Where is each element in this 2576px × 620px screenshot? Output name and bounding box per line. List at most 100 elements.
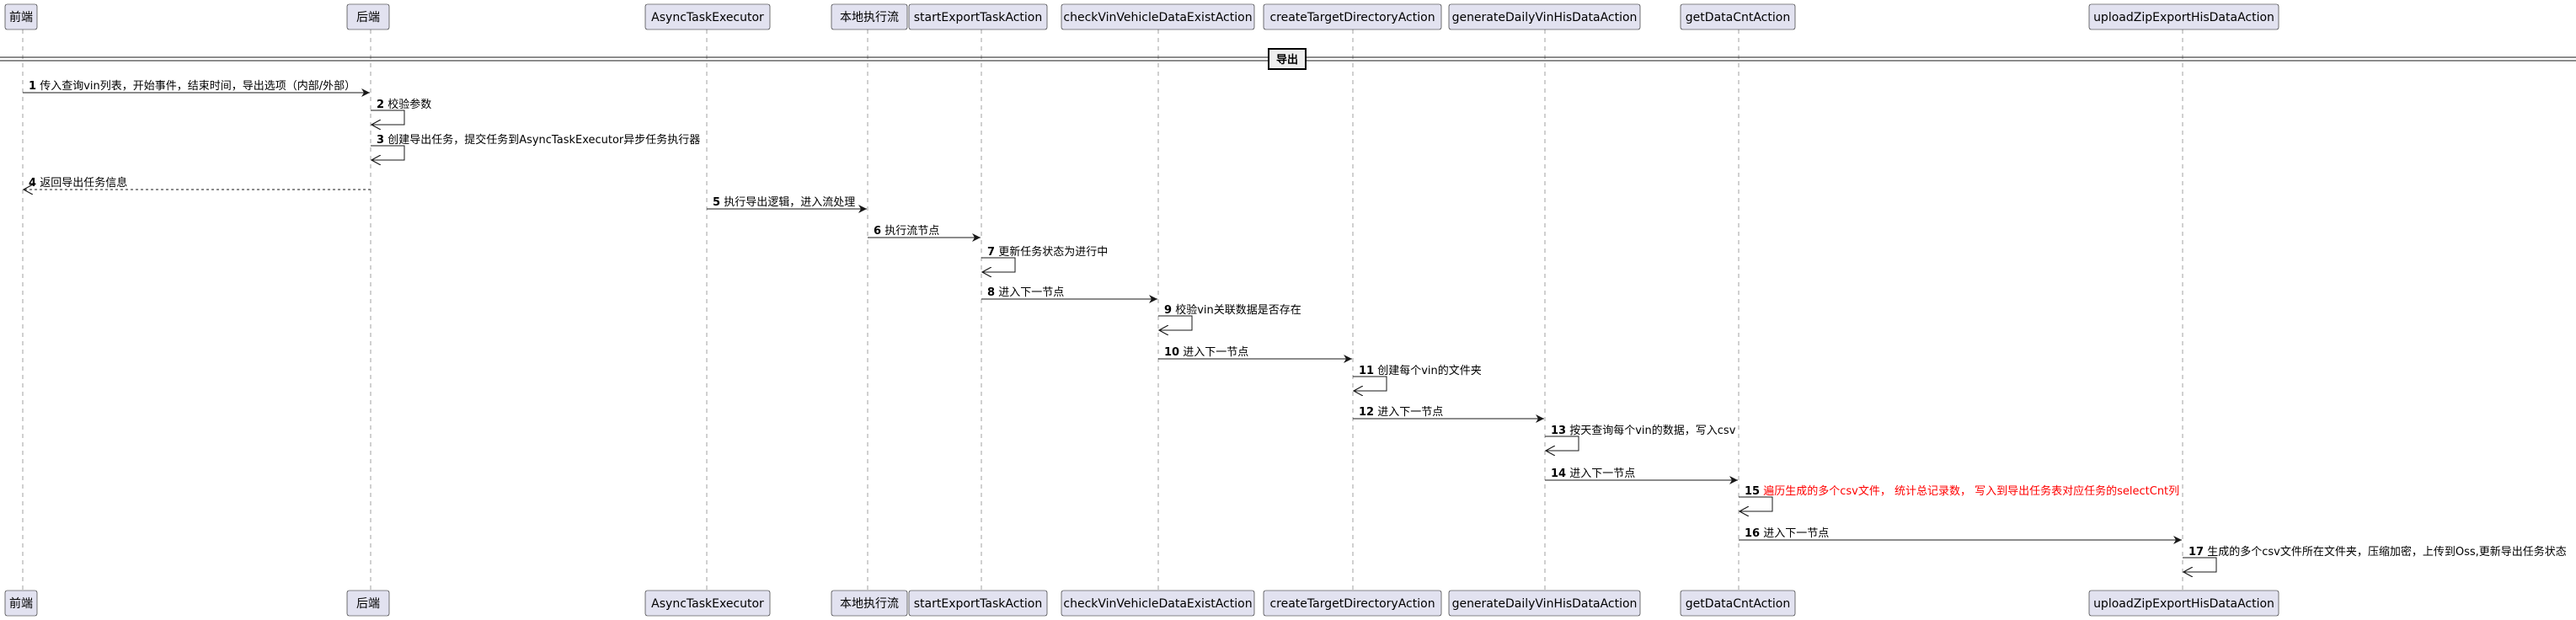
participant-label: uploadZipExportHisDataAction (2093, 597, 2274, 611)
participant-box (1448, 590, 1641, 617)
participant-bottom: createTargetDirectoryAction (1263, 590, 1442, 617)
participant-top: getDataCntAction (1680, 3, 1796, 30)
participant-label: checkVinVehicleDataExistAction (1063, 11, 1252, 24)
message: 9 校验vin关联数据是否存在 (1158, 303, 1301, 330)
participant-box (1680, 3, 1796, 30)
message: 6 执行流节点 (868, 225, 981, 242)
participant-top: generateDailyVinHisDataAction (1448, 3, 1641, 30)
message-text: 校验参数 (387, 98, 431, 111)
group-frame: 导出 (0, 48, 2576, 70)
message: 10 进入下一节点 (1158, 346, 1352, 363)
lifelines (22, 29, 2183, 591)
participant-top: 前端 (4, 3, 38, 30)
message-label: 5 执行导出逻辑，进入流处理 (713, 196, 855, 209)
message-label: 2 校验参数 (377, 98, 431, 111)
participant-box (831, 3, 908, 30)
message-label: 4 返回导出任务信息 (29, 176, 127, 190)
message-number: 9 (1164, 304, 1172, 317)
message-label: 7 更新任务状态为进行中 (987, 245, 1108, 259)
participant-box (1263, 3, 1442, 30)
participant-box (346, 3, 390, 30)
message-number: 5 (713, 196, 720, 209)
message: 11 创建每个vin的文件夹 (1353, 364, 1482, 391)
message-text: 传入查询vin列表，开始事件，结束时间，导出选项（内部/外部） (40, 79, 355, 93)
message-text: 执行流节点 (884, 225, 939, 238)
message-label: 17 生成的多个csv文件所在文件夹，压缩加密，上传到Oss,更新导出任务状态 (2189, 545, 2567, 559)
participant-label: 本地执行流 (840, 597, 899, 611)
message: 16 进入下一节点 (1739, 527, 2182, 544)
participant-label: 后端 (356, 11, 380, 24)
self-message-arrow (1545, 436, 1579, 451)
participant-top: uploadZipExportHisDataAction (2088, 3, 2279, 30)
participant-bottom: 本地执行流 (831, 590, 908, 617)
message-number: 3 (377, 134, 384, 147)
participant-top: 本地执行流 (831, 3, 908, 30)
message: 3 创建导出任务，提交任务到AsyncTaskExecutor异步任务执行器 (371, 133, 700, 160)
participant-label: startExportTaskAction (914, 597, 1043, 611)
participant-label: generateDailyVinHisDataAction (1452, 597, 1638, 611)
participant-box (1061, 590, 1255, 617)
participant-box (2088, 3, 2279, 30)
message-label: 10 进入下一节点 (1164, 346, 1248, 359)
participant-top: startExportTaskAction (908, 3, 1048, 30)
participant-box (346, 590, 390, 617)
message-number: 12 (1359, 406, 1374, 419)
group-label: 导出 (1276, 53, 1298, 67)
message-number: 13 (1551, 425, 1566, 437)
message-text: 返回导出任务信息 (40, 176, 127, 190)
participant-bottom: 前端 (4, 590, 38, 617)
participant-label: getDataCntAction (1686, 11, 1790, 24)
message-text: 生成的多个csv文件所在文件夹，压缩加密，上传到Oss,更新导出任务状态 (2207, 545, 2567, 559)
message-number: 16 (1745, 527, 1760, 540)
message-label: 1 传入查询vin列表，开始事件，结束时间，导出选项（内部/外部） (29, 79, 355, 93)
participant-label: 后端 (356, 597, 380, 611)
message-number: 6 (874, 225, 881, 238)
self-message-arrow (1158, 315, 1193, 330)
participant-bottom: AsyncTaskExecutor (644, 590, 771, 617)
message: 14 进入下一节点 (1545, 468, 1738, 484)
message: 5 执行导出逻辑，进入流处理 (707, 196, 867, 213)
message-text: 执行导出逻辑，进入流处理 (724, 196, 855, 209)
participant-bottom: generateDailyVinHisDataAction (1448, 590, 1641, 617)
participant-bottom: getDataCntAction (1680, 590, 1796, 617)
participant-label: 本地执行流 (840, 11, 899, 24)
participant-bottom: uploadZipExportHisDataAction (2088, 590, 2279, 617)
message-text: 创建每个vin的文件夹 (1377, 364, 1482, 377)
message-number: 7 (987, 246, 995, 259)
message-number: 2 (377, 99, 384, 111)
message-text: 遍历生成的多个csv文件， 统计总记录数， 写入到导出任务表对应任务的selec… (1763, 484, 2179, 498)
message-text: 进入下一节点 (1763, 527, 1829, 540)
self-message-arrow (1353, 376, 1387, 391)
message: 1 传入查询vin列表，开始事件，结束时间，导出选项（内部/外部） (23, 79, 370, 97)
participant-box (4, 590, 38, 617)
message: 7 更新任务状态为进行中 (981, 245, 1108, 272)
participant-box (908, 3, 1048, 30)
message: 2 校验参数 (371, 98, 431, 125)
self-message-arrow (371, 110, 405, 125)
participant-top: AsyncTaskExecutor (644, 3, 771, 30)
message-label: 12 进入下一节点 (1359, 406, 1443, 419)
message-number: 11 (1359, 365, 1374, 377)
message-number: 17 (2189, 546, 2204, 559)
participant-top: createTargetDirectoryAction (1263, 3, 1442, 30)
participant-label: generateDailyVinHisDataAction (1452, 11, 1638, 24)
self-message-arrow (981, 257, 1016, 272)
participant-box (4, 3, 38, 30)
participant-box (644, 590, 771, 617)
message-label: 3 创建导出任务，提交任务到AsyncTaskExecutor异步任务执行器 (377, 133, 700, 147)
participant-box (2088, 590, 2279, 617)
message-text: 更新任务状态为进行中 (998, 245, 1108, 259)
message-label: 11 创建每个vin的文件夹 (1359, 364, 1482, 377)
message-number: 10 (1164, 346, 1179, 359)
participant-box (1061, 3, 1255, 30)
message: 15 遍历生成的多个csv文件， 统计总记录数， 写入到导出任务表对应任务的se… (1739, 484, 2179, 511)
message: 8 进入下一节点 (981, 286, 1157, 303)
message-number: 4 (29, 177, 36, 190)
message-number: 8 (987, 286, 995, 299)
message-label: 16 进入下一节点 (1745, 527, 1829, 540)
message-label: 8 进入下一节点 (987, 286, 1064, 299)
message-label: 9 校验vin关联数据是否存在 (1164, 303, 1301, 317)
message-text: 按天查询每个vin的数据，写入csv (1569, 424, 1735, 437)
participant-label: uploadZipExportHisDataAction (2093, 11, 2274, 24)
